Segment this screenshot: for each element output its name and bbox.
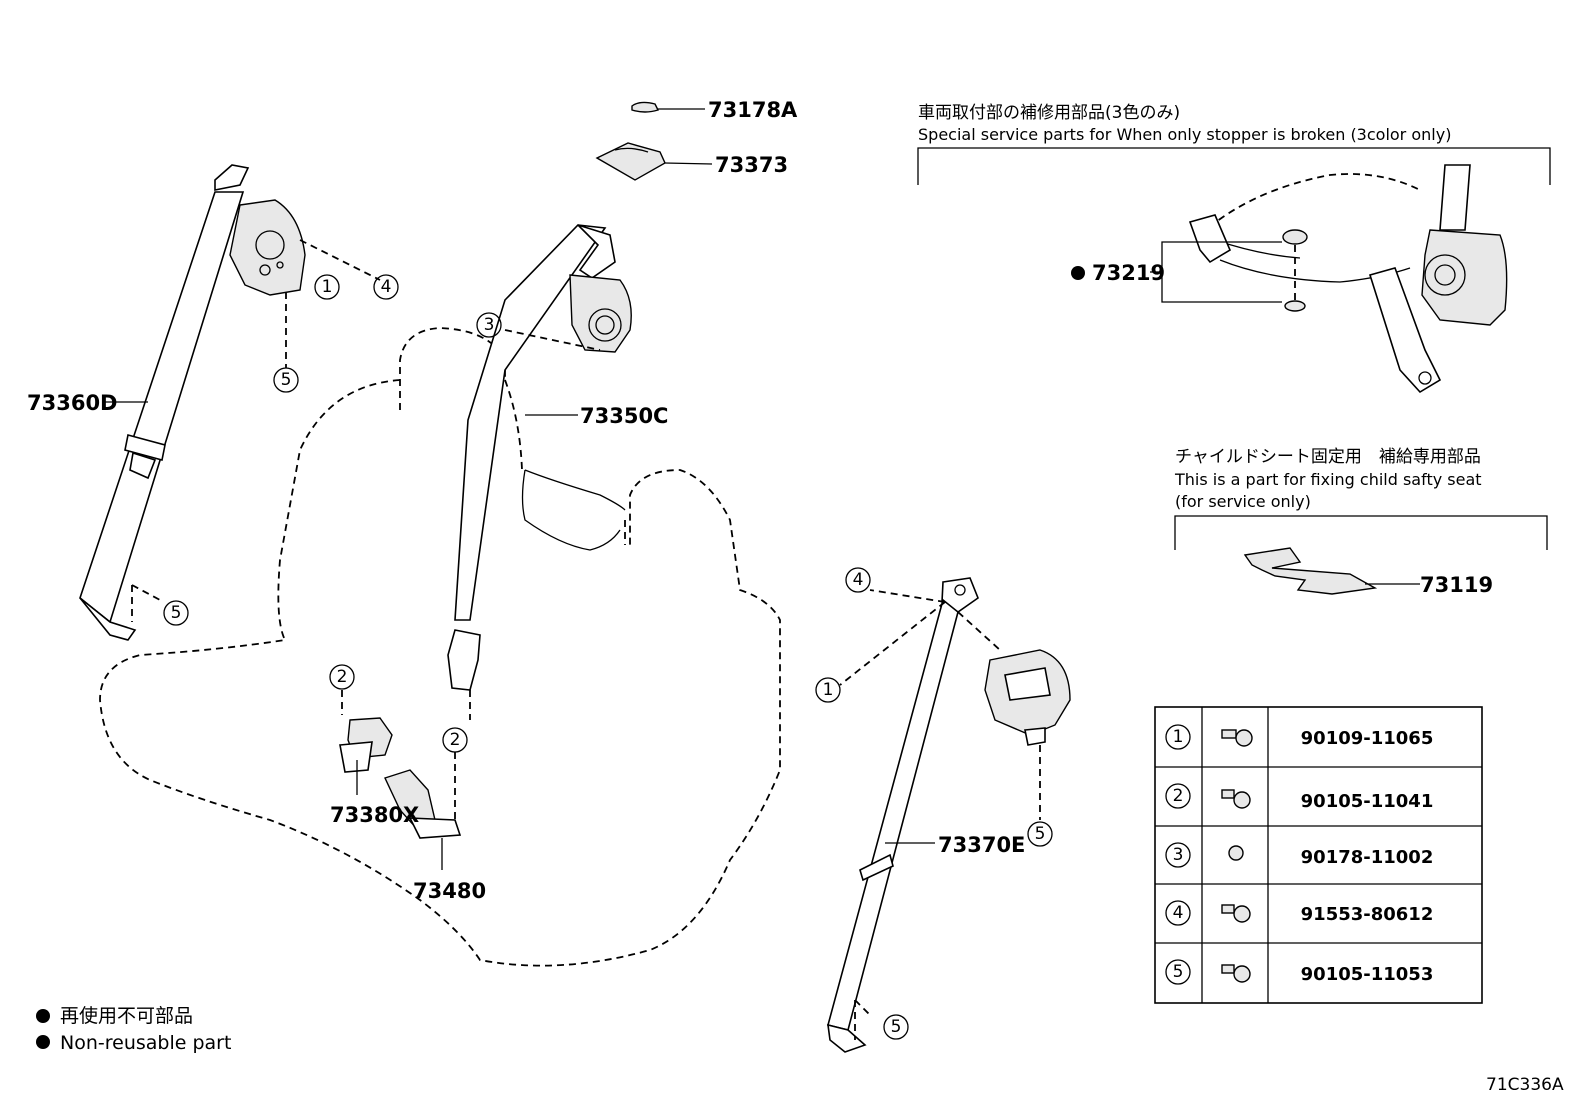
svg-text:3: 3: [1173, 845, 1184, 865]
svg-text:4: 4: [1173, 903, 1184, 923]
callout-4-right: 4: [845, 567, 871, 593]
label-73178A: 73178A: [708, 98, 798, 122]
table-row: 5 90105-11053: [1165, 959, 1434, 985]
svg-text:2: 2: [337, 667, 348, 687]
label-73480: 73480: [413, 879, 486, 903]
svg-text:5: 5: [1173, 962, 1184, 982]
child-seat-note-en1: This is a part for fixing child safty se…: [1174, 470, 1482, 489]
callout-1-left: 1: [314, 274, 340, 300]
stopper-note-jp: 車両取付部の補修用部品(3色のみ): [918, 103, 1180, 123]
legend-jp: 再使用不可部品: [60, 1005, 193, 1027]
stopper-inset: 車両取付部の補修用部品(3色のみ) Special service parts …: [917, 103, 1551, 394]
bolt-icon: [1221, 904, 1251, 923]
child-seat-inset: チャイルドシート固定用 補給専用部品 This is a part for fi…: [1174, 447, 1548, 595]
bolt-icon: [1221, 964, 1251, 983]
stopper-note-en: Special service parts for When only stop…: [918, 125, 1451, 144]
svg-text:2: 2: [450, 730, 461, 750]
callout-2-left: 2: [329, 664, 355, 690]
svg-text:1: 1: [1173, 727, 1184, 747]
bolt-table: 1 90109-11065 2 90105-11041 3 90178-1100…: [1154, 706, 1483, 1004]
callout-2-center: 2: [442, 727, 468, 753]
child-seat-note-jp: チャイルドシート固定用 補給専用部品: [1175, 447, 1481, 467]
bullet-icon: [36, 1009, 50, 1023]
bolt-icon: [1221, 729, 1253, 747]
table-row: 4 91553-80612: [1165, 900, 1434, 926]
table-row: 1 90109-11065: [1165, 724, 1434, 750]
seatbelt-73370E: [827, 577, 1071, 1053]
callout-1-right: 1: [815, 677, 841, 703]
legend-en: Non-reusable part: [60, 1032, 231, 1054]
svg-text:4: 4: [853, 570, 864, 590]
label-73360D: 73360D: [27, 391, 118, 415]
svg-text:5: 5: [281, 370, 292, 390]
seatbelt-73360D: [79, 164, 381, 641]
bolt-icon: [1221, 789, 1251, 809]
callout-5-left-top: 5: [273, 367, 299, 393]
svg-text:3: 3: [484, 315, 495, 335]
svg-text:5: 5: [1035, 824, 1046, 844]
non-reusable-bullet-icon: [1071, 266, 1085, 280]
bolt-part-number: 90105-11053: [1301, 964, 1434, 985]
svg-text:1: 1: [322, 277, 333, 297]
callout-5-right-bottom: 5: [883, 1014, 909, 1040]
table-row: 3 90178-11002: [1165, 842, 1434, 868]
cover-73373: [595, 142, 713, 181]
rear-seat-outline: [99, 327, 781, 967]
label-73380X: 73380X: [330, 803, 419, 827]
callout-4-left: 4: [373, 274, 399, 300]
bullet-icon: [36, 1035, 50, 1049]
buckle-73480: [384, 752, 462, 870]
seatbelt-73350C: [447, 224, 632, 720]
callouts: 1 4 5 5 3 2 2 4 1 5 5: [163, 274, 1053, 1040]
buckle-73380X: [339, 690, 393, 795]
callout-5-right-mid: 5: [1027, 821, 1053, 847]
svg-text:4: 4: [381, 277, 392, 297]
callout-3: 3: [476, 312, 502, 338]
label-73219: 73219: [1092, 261, 1165, 285]
child-seat-note-en2: (for service only): [1175, 492, 1311, 511]
label-73370E: 73370E: [938, 833, 1025, 857]
figure-id: 71C336A: [1486, 1075, 1564, 1095]
svg-text:5: 5: [171, 603, 182, 623]
bolt-part-number: 91553-80612: [1301, 904, 1434, 925]
label-73350C: 73350C: [580, 404, 668, 428]
svg-text:5: 5: [891, 1017, 902, 1037]
nut-icon: [1228, 845, 1244, 861]
table-row: 2 90105-11041: [1165, 783, 1434, 812]
label-73373: 73373: [715, 153, 788, 177]
svg-text:1: 1: [823, 680, 834, 700]
bolt-part-number: 90178-11002: [1301, 847, 1434, 868]
cap-73178A: [631, 101, 705, 113]
callout-5-left-bottom: 5: [163, 600, 189, 626]
part-labels: 73178A 73373 73360D 73350C 73380X 73480 …: [27, 98, 1493, 903]
label-73119: 73119: [1420, 573, 1493, 597]
bolt-part-number: 90105-11041: [1301, 791, 1434, 812]
svg-text:2: 2: [1173, 786, 1184, 806]
legend: 再使用不可部品 Non-reusable part: [36, 1005, 231, 1054]
bolt-part-number: 90109-11065: [1301, 728, 1434, 749]
